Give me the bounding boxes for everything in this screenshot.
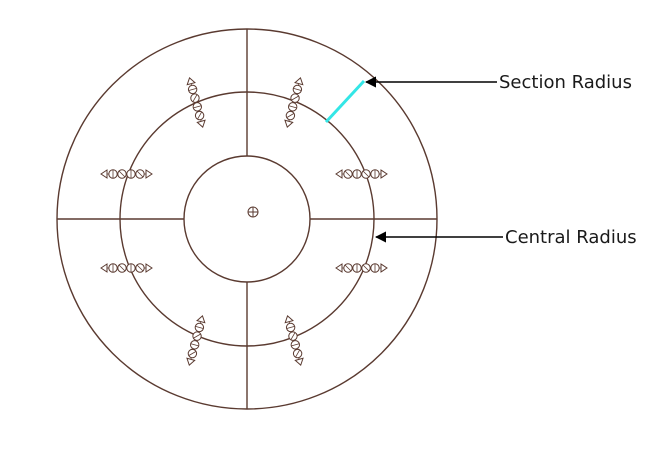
pivot-icon bbox=[247, 206, 259, 218]
inner-ring bbox=[183, 155, 311, 283]
section-radius-highlight bbox=[324, 79, 366, 124]
manipulator-icon bbox=[100, 169, 153, 179]
manipulator-icon bbox=[335, 263, 388, 273]
manipulator-icon bbox=[100, 263, 153, 273]
manipulator-icons bbox=[100, 76, 388, 366]
central-radius-label: Central Radius bbox=[505, 227, 637, 248]
section-radius-label: Section Radius bbox=[499, 72, 632, 93]
manipulator-icon bbox=[284, 76, 304, 128]
manipulator-icon bbox=[284, 314, 304, 366]
manipulator-icon bbox=[186, 314, 206, 366]
manipulator-icon bbox=[186, 76, 206, 128]
manipulator-icon bbox=[335, 169, 388, 179]
